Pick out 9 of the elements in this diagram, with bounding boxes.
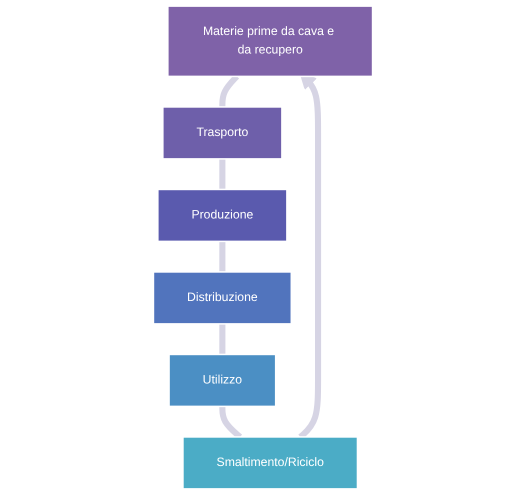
node-box: Utilizzo xyxy=(168,354,276,408)
node-box: Trasporto xyxy=(162,106,283,160)
node-box: Materie prime da cava e da recupero xyxy=(167,5,374,78)
connector xyxy=(219,240,226,272)
connector xyxy=(219,158,226,190)
connector xyxy=(219,323,226,355)
node-box: Smaltimento/Riciclo xyxy=(182,436,358,490)
node-box: Produzione xyxy=(157,188,288,242)
node-box: Distribuzione xyxy=(152,271,292,325)
